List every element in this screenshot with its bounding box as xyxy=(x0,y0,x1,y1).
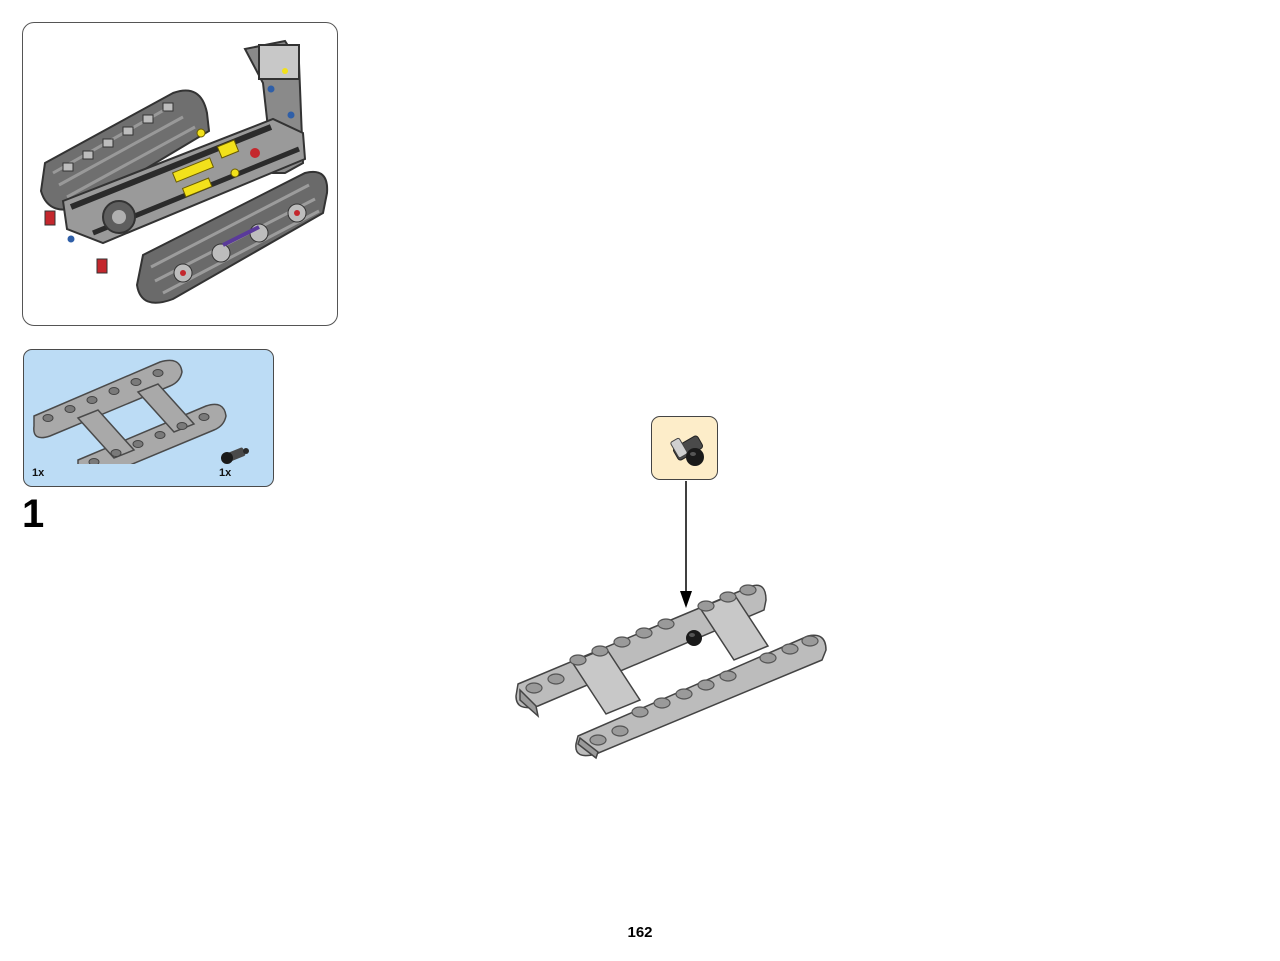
page-number: 162 xyxy=(627,924,653,941)
frame-quantity: 1x xyxy=(32,467,45,479)
technic-frame-icon xyxy=(515,584,827,760)
insertion-arrow xyxy=(680,481,692,608)
model-overview-frame xyxy=(22,22,338,326)
chassis xyxy=(61,117,307,245)
front-track xyxy=(135,171,329,304)
technic-frame-icon xyxy=(33,359,227,464)
step-number: 1 xyxy=(22,492,45,536)
rear-track xyxy=(39,89,211,211)
connector-pin-icon xyxy=(670,435,704,466)
connector-pin-icon xyxy=(686,630,702,646)
connector-pin-icon xyxy=(221,447,249,464)
tracked-vehicle-model-icon xyxy=(39,39,329,304)
parts-list-panel: 1x 1x xyxy=(23,349,274,487)
pin-quantity: 1x xyxy=(219,467,232,479)
frame-holes xyxy=(525,584,819,746)
part-callout-box xyxy=(651,416,718,480)
